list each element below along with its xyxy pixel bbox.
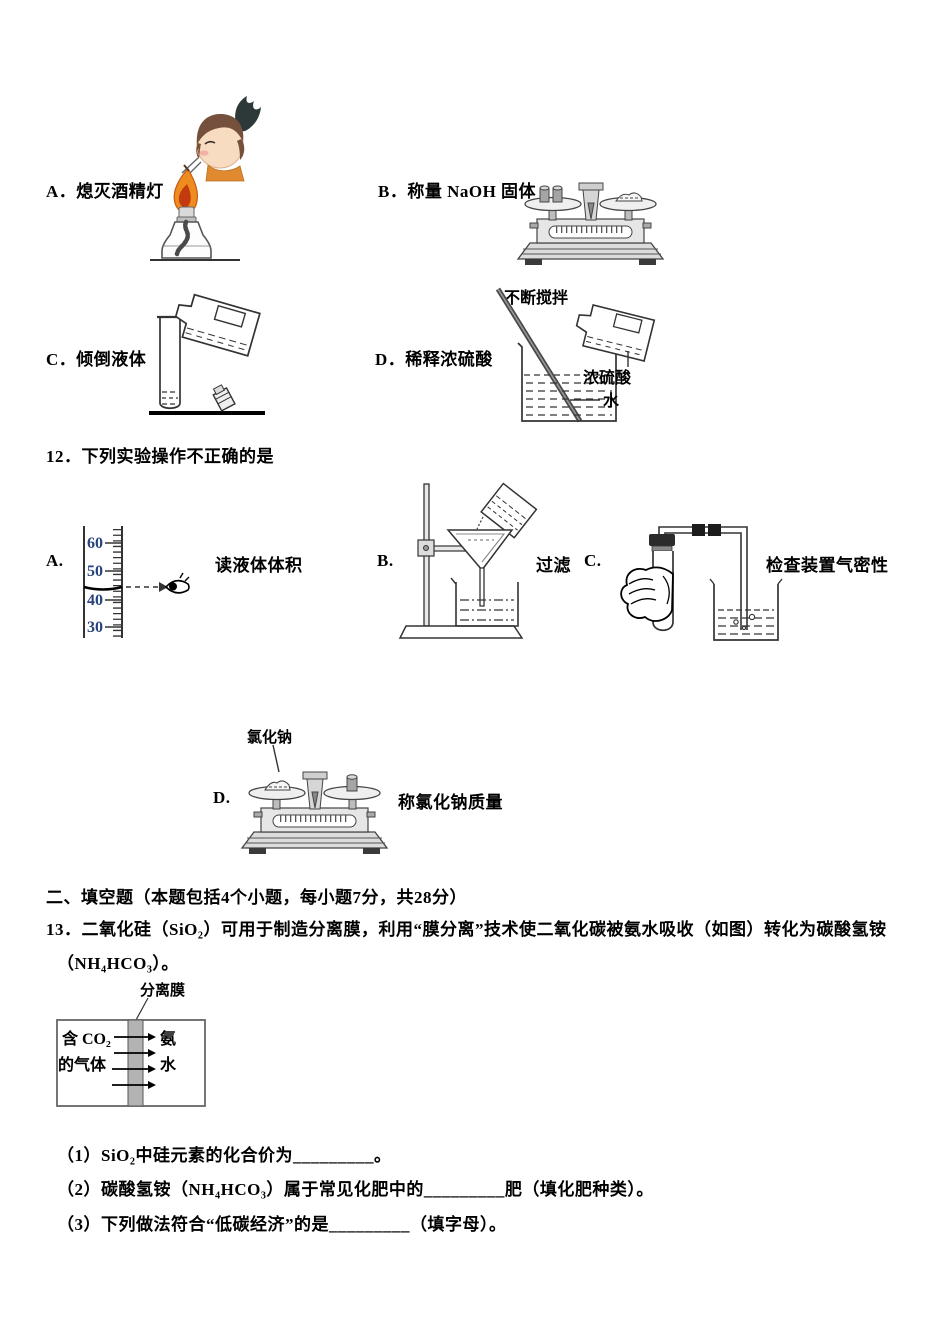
co2-gas-label-line1: 含 CO₂ xyxy=(62,1029,111,1048)
eye-icon xyxy=(164,572,190,594)
q11-option-d-label: D．稀释浓硫酸 xyxy=(375,350,493,369)
graduated-cylinder-illustration: 60 50 40 30 xyxy=(83,526,190,638)
bubbles xyxy=(733,613,756,631)
cylinder-tick-30: 30 xyxy=(87,619,103,636)
liquid-meniscus xyxy=(83,585,123,591)
ammonia-label-line1: 氨 xyxy=(160,1029,176,1048)
stir-label: 不断搅拌 xyxy=(504,288,568,307)
section-2-heading: 二、填空题（本题包括4个小题，每小题7分，共28分） xyxy=(46,888,467,907)
balance-scale-illustration xyxy=(516,182,665,265)
q13-stem-line1: 13．二氧化硅（SiO₂）可用于制造分离膜，利用“膜分离”技术使二氧化碳被氨水吸… xyxy=(46,920,887,939)
flow-arrows xyxy=(112,1036,148,1086)
acid-dilution-illustration: 不断搅拌 浓硫酸 水 xyxy=(495,287,656,423)
cylinder-tick-50: 50 xyxy=(87,563,103,580)
membrane-label: 分离膜 xyxy=(140,981,185,999)
airtightness-illustration xyxy=(620,524,783,641)
q11-option-a-label: A．熄灭酒精灯 xyxy=(46,182,164,201)
girl-blowing-lamp-illustration xyxy=(150,96,261,261)
q12-option-b-label: B. xyxy=(377,551,394,570)
water-label: 水 xyxy=(603,391,620,410)
q12-option-a-label: A. xyxy=(46,551,64,570)
q13-sub2: （2）碳酸氢铵（NH₄HCO₃）属于常见化肥中的_________肥（填化肥种类… xyxy=(57,1180,654,1199)
q12-option-d-caption: 称氯化钠质量 xyxy=(398,793,503,812)
cylinder-tick-60: 60 xyxy=(87,535,103,552)
co2-gas-label-line2: 的气体 xyxy=(58,1055,107,1074)
filtration-illustration xyxy=(398,482,538,639)
q13-sub1: （1）SiO₂中硅元素的化合价为_________。 xyxy=(57,1146,392,1165)
membrane-diagram: 分离膜 含 CO₂ 的气体 氨 水 xyxy=(56,981,206,1107)
q13-stem-line2: （NH₄HCO₃）。 xyxy=(57,954,179,973)
q11-option-c-label: C．倾倒液体 xyxy=(46,350,147,369)
nacl-balance-illustration: 氯化钠 xyxy=(240,728,389,854)
q11-option-b-label: B．称量 NaOH 固体 xyxy=(378,182,537,201)
q12-option-d-label: D. xyxy=(213,788,231,807)
cylinder-tick-40: 40 xyxy=(87,592,103,609)
ammonia-label-line2: 水 xyxy=(160,1055,177,1074)
q13-sub3: （3）下列做法符合“低碳经济”的是_________（填字母）。 xyxy=(57,1215,507,1234)
q12-option-b-caption: 过滤 xyxy=(536,556,571,575)
nacl-label: 氯化钠 xyxy=(247,728,292,746)
bottle-stopper xyxy=(212,384,236,412)
q12-option-a-caption: 读液体体积 xyxy=(215,556,303,575)
acid-label: 浓硫酸 xyxy=(583,368,632,387)
hand-holding-tube xyxy=(620,566,674,622)
q12-option-c-label: C. xyxy=(584,551,602,570)
pouring-liquid-illustration xyxy=(149,293,265,415)
q12-stem: 12．下列实验操作不正确的是 xyxy=(46,447,274,466)
q12-option-c-caption: 检查装置气密性 xyxy=(766,556,889,575)
